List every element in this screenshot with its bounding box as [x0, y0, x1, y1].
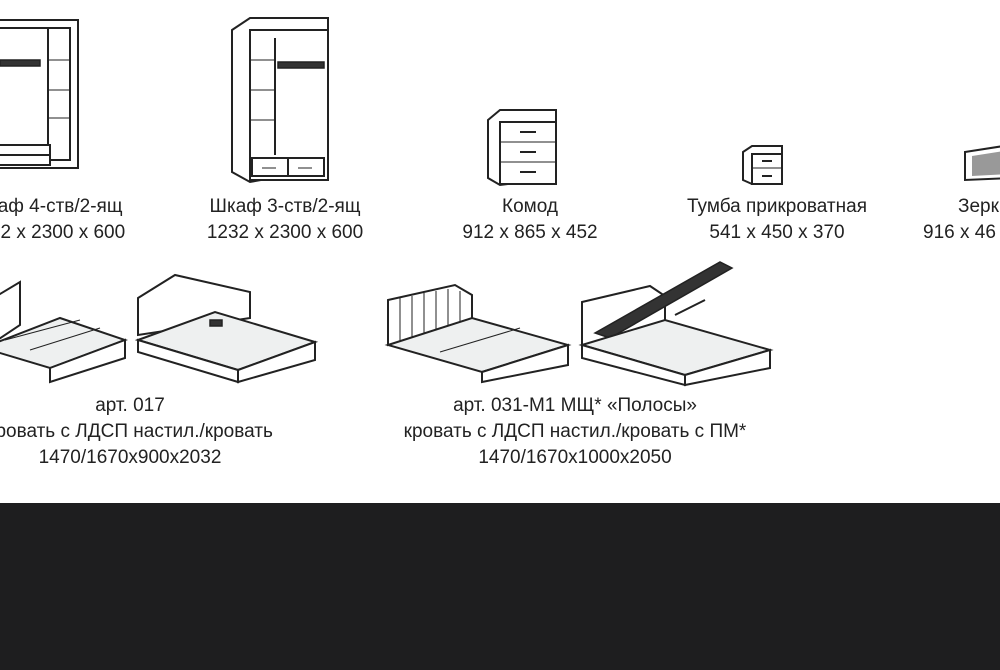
wardrobe-3-door-drawing	[231, 17, 329, 184]
bed-017-drawing	[134, 273, 319, 384]
product-dims: 912 x 865 x 452	[462, 222, 598, 243]
product-dims: 1232 x 2300 x 600	[206, 222, 364, 243]
product-article: арт. 017	[95, 395, 165, 416]
product-dims: 1470/1670x1000x2050	[478, 447, 672, 468]
product-name: Шкаф 3-ств/2-ящ	[209, 196, 361, 217]
product-dims: 916 x 46	[923, 222, 996, 243]
product-name: Тумба прикроватная	[687, 196, 867, 217]
product-name: Комод	[502, 196, 558, 217]
footer-band	[0, 503, 1000, 670]
commode-drawing	[487, 109, 557, 187]
product-dims: 541 x 450 x 370	[709, 222, 845, 243]
bed-017-slatted-drawing	[0, 280, 128, 384]
product-desc: кровать с ЛДСП настил./кровать	[0, 421, 273, 442]
bed-031-lift-drawing	[578, 261, 774, 387]
product-article: арт. 031-М1 МЩ* «Полосы»	[453, 395, 697, 416]
product-dims: 1470/1670x900x2032	[38, 447, 222, 468]
wardrobe-4-door-drawing	[0, 19, 79, 169]
furniture-drawings	[0, 17, 1000, 387]
bed-031-stripes-drawing	[384, 283, 572, 384]
product-desc: кровать с ЛДСП настил./кровать с ПМ*	[403, 421, 747, 442]
product-name: Зеркало	[958, 196, 1000, 217]
mirror-drawing	[964, 145, 1000, 182]
product-dims: 1232 x 2300 x 600	[0, 222, 126, 243]
nightstand-drawing	[742, 145, 783, 186]
product-name: Шкаф 4-ств/2-ящ	[0, 196, 123, 217]
